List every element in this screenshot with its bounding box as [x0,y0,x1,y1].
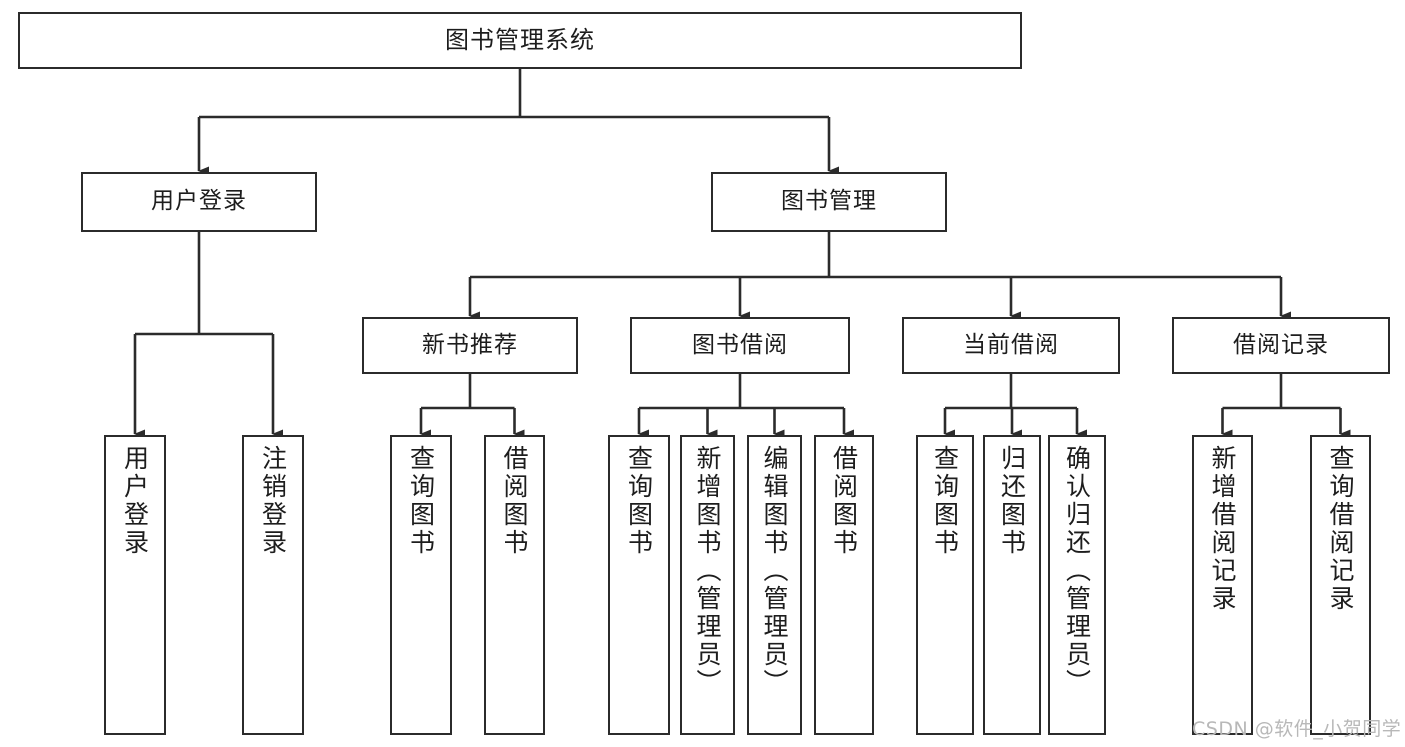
node-label: 查询图书 [624,445,654,557]
node-label: 新书推荐 [422,331,518,358]
leaf-add-borrow-record[interactable]: 新增借阅记录 [1192,435,1253,735]
node-label: 用户登录 [151,188,247,215]
leaf-edit-book-admin[interactable]: 编辑图书（管理员） [747,435,802,735]
leaf-query-book-current[interactable]: 查询图书 [916,435,974,735]
node-label: 借阅图书 [829,445,859,557]
node-new-book-recommend[interactable]: 新书推荐 [362,317,578,374]
csdn-watermark: CSDN @软件_小贺同学 [1192,718,1402,740]
node-label: 用户登录 [120,445,150,557]
node-label: 新增借阅记录 [1208,445,1237,613]
node-borrow-record[interactable]: 借阅记录 [1172,317,1390,374]
node-label: 图书借阅 [692,331,788,358]
node-label: 查询图书 [406,445,436,557]
leaf-query-book-recommend[interactable]: 查询图书 [390,435,452,735]
node-label: 图书管理 [781,188,877,215]
node-user-login[interactable]: 用户登录 [81,172,317,232]
node-book-borrow[interactable]: 图书借阅 [630,317,850,374]
leaf-borrow-book-recommend[interactable]: 借阅图书 [484,435,545,735]
leaf-user-logout[interactable]: 注销登录 [242,435,304,735]
node-label: 借阅记录 [1233,331,1329,358]
leaf-confirm-return-admin[interactable]: 确认归还（管理员） [1048,435,1106,735]
node-label: 编辑图书（管理员） [760,445,789,697]
leaf-add-book-admin[interactable]: 新增图书（管理员） [680,435,735,735]
node-label: 新增图书（管理员） [693,445,722,697]
leaf-query-book[interactable]: 查询图书 [608,435,670,735]
node-root-system[interactable]: 图书管理系统 [18,12,1022,69]
leaf-borrow-book[interactable]: 借阅图书 [814,435,874,735]
node-book-management[interactable]: 图书管理 [711,172,947,232]
leaf-user-login[interactable]: 用户登录 [104,435,166,735]
node-label: 查询图书 [930,445,960,557]
node-label: 查询借阅记录 [1326,445,1355,613]
node-label: 确认归还（管理员） [1062,445,1092,697]
node-label: 借阅图书 [500,445,529,557]
node-label: 注销登录 [258,445,288,557]
node-current-borrow[interactable]: 当前借阅 [902,317,1120,374]
node-label: 图书管理系统 [445,26,595,55]
node-label: 归还图书 [997,445,1027,557]
leaf-query-borrow-record[interactable]: 查询借阅记录 [1310,435,1371,735]
leaf-return-book[interactable]: 归还图书 [983,435,1041,735]
node-label: 当前借阅 [963,331,1059,358]
